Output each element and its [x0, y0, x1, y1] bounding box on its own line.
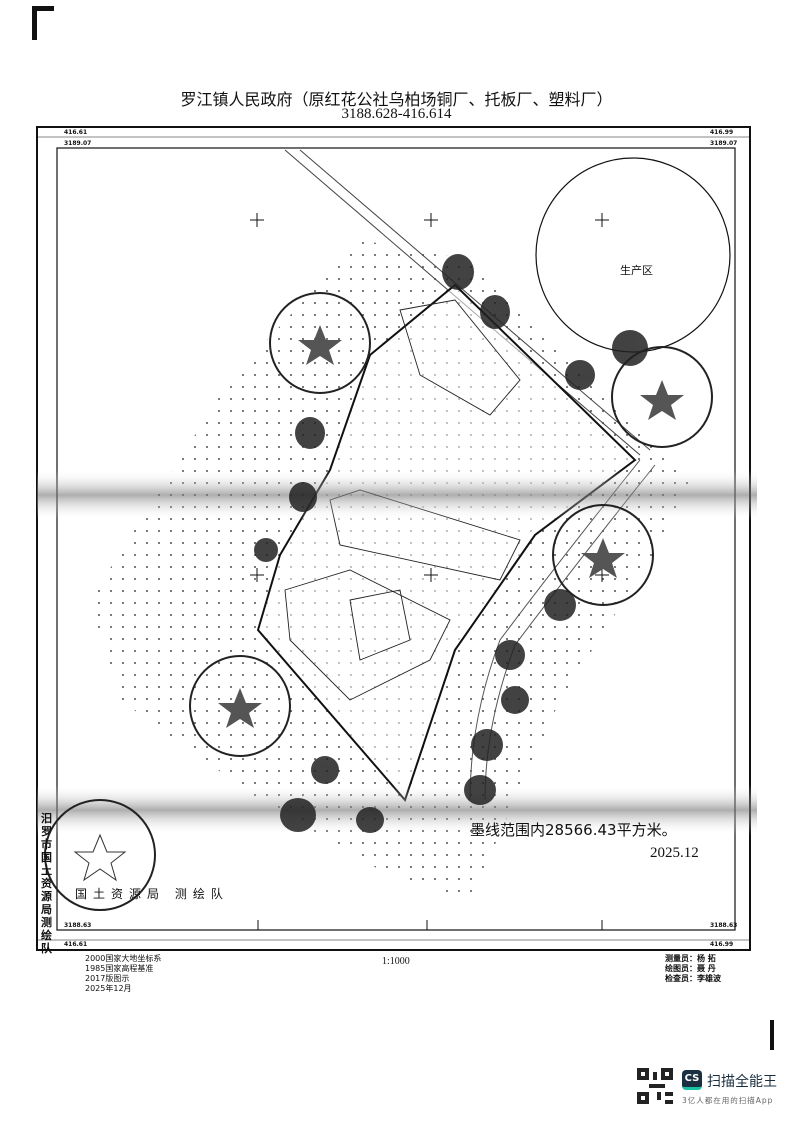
camscanner-logo-icon: CS	[682, 1070, 702, 1090]
inner-frame	[56, 147, 736, 931]
fingerprints	[254, 254, 648, 833]
coord-label-top-left-x: 416.61	[64, 129, 88, 136]
stamp-side-text: 汨罗市国土资源局测绘队	[41, 812, 52, 955]
qr-code-icon	[637, 1068, 673, 1104]
scan-smudge	[37, 470, 757, 520]
scan-corner-mark	[770, 1020, 774, 1050]
watermark-app-name: 扫描全能王	[707, 1074, 777, 1090]
area-note: 墨线范围内28566.43平方米。	[470, 821, 677, 839]
footer-line: 绘图员：聂 丹	[665, 964, 716, 973]
grid-crosses	[250, 213, 609, 582]
coord-label-bottom-right-x: 416.99	[710, 941, 734, 948]
coord-label-top-right-x: 416.99	[710, 129, 734, 136]
scan-corner-mark	[32, 6, 37, 40]
footer-line: 2000国家大地坐标系	[85, 954, 162, 963]
production-zone-label: 生产区	[620, 264, 653, 277]
footer-line: 检查员：李雄波	[665, 974, 721, 983]
coord-label-bottom-left-y: 3188.63	[64, 922, 92, 929]
coord-label-bottom-right-y: 3188.63	[710, 922, 738, 929]
coord-label-top-right-y: 3189.07	[710, 140, 738, 147]
coord-label-top-left-y: 3189.07	[64, 140, 92, 147]
star-icon	[73, 325, 684, 882]
document-title: 罗江镇人民政府（原红花公社乌柏场铜厂、托板厂、塑料厂）	[180, 90, 613, 109]
scan-smudge	[37, 785, 757, 835]
coord-label-bottom-left-x: 416.61	[64, 941, 88, 948]
footer-staff-info: 测量员：杨 拓 绘图员：聂 丹 检查员：李雄波	[665, 954, 721, 984]
document-coordinate: 3188.628-416.614	[341, 106, 452, 122]
stamp-text: 国土资源局 测绘队	[75, 887, 229, 901]
footer-left-info: 2000国家大地坐标系 1985国家高程基准 2017版图示 2025年12月	[85, 954, 161, 994]
production-zone-circle	[535, 157, 731, 353]
footer-line: 2025年12月	[85, 984, 132, 993]
watermark-tagline: 3亿人都在用的扫描App	[682, 1096, 774, 1105]
map-date: 2025.12	[650, 845, 699, 861]
footer-line: 测量员：杨 拓	[665, 954, 716, 963]
map-scale: 1:1000	[382, 956, 410, 967]
footer-line: 2017版图示	[85, 974, 130, 983]
scan-corner-mark	[32, 6, 54, 11]
bottom-ticks	[257, 920, 603, 930]
seal-stamps	[44, 292, 713, 911]
footer-line: 1985国家高程基准	[85, 964, 154, 973]
outer-frame	[36, 126, 751, 951]
